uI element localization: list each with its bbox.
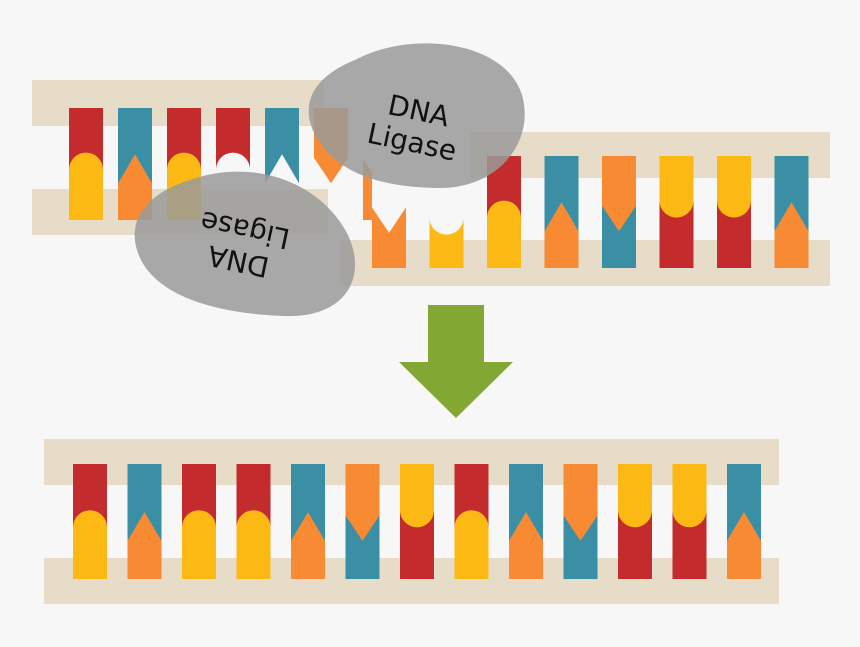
base-top <box>454 464 489 528</box>
base-top <box>265 108 299 184</box>
base-pair <box>73 464 107 579</box>
base-top <box>659 156 694 218</box>
base-pair <box>118 108 152 220</box>
base-top <box>563 464 598 541</box>
base-top <box>345 464 380 541</box>
base-top <box>400 464 434 528</box>
base-top <box>182 464 216 528</box>
base-top <box>602 156 636 232</box>
base-top <box>69 108 103 170</box>
down-arrow-icon <box>399 305 513 418</box>
base-top <box>487 156 521 218</box>
base-pair <box>291 464 325 579</box>
base-top <box>118 108 152 184</box>
base-pair <box>400 464 434 579</box>
ligase-enzyme-bottom: DNA Ligase <box>134 171 356 317</box>
base-pair <box>454 464 489 579</box>
base-pair <box>182 464 216 579</box>
base-pair <box>216 108 250 170</box>
base-top <box>618 464 652 528</box>
ligase-blob-bottom <box>134 171 356 317</box>
base-top <box>236 464 271 528</box>
base-pair <box>659 156 694 268</box>
base-pair <box>236 464 271 579</box>
backbone-top-right-upper <box>470 132 830 178</box>
fragmented-dna-backbones <box>32 80 830 286</box>
base-pair <box>727 464 761 579</box>
base-pair <box>717 156 751 268</box>
base-pair <box>127 464 162 579</box>
down-arrow-shape <box>399 305 513 418</box>
base-pair <box>774 156 809 268</box>
base-pair <box>618 464 652 579</box>
base-top <box>509 464 543 541</box>
base-top <box>727 464 761 541</box>
base-top <box>73 464 107 528</box>
base-pair <box>602 156 636 268</box>
base-pair <box>345 464 380 579</box>
base-top <box>544 156 579 232</box>
base-pair <box>672 464 707 579</box>
base-top <box>291 464 325 541</box>
base-pair <box>509 464 543 579</box>
joined-dna-backbones <box>44 439 779 604</box>
base-pair <box>544 156 579 268</box>
base-top <box>127 464 162 541</box>
base-top <box>167 108 201 170</box>
base-pair <box>69 108 103 220</box>
base-top <box>774 156 809 232</box>
base-top <box>216 108 250 170</box>
base-pair <box>487 156 521 268</box>
base-pair <box>563 464 598 579</box>
base-top <box>717 156 751 218</box>
base-pair <box>265 108 299 184</box>
joined-base-pairs <box>73 464 761 579</box>
base-top <box>672 464 707 528</box>
ligase-enzyme-top: DNA Ligase <box>308 43 525 188</box>
backbone-top-right-lower <box>340 240 830 286</box>
ligase-blob-top <box>308 43 525 188</box>
